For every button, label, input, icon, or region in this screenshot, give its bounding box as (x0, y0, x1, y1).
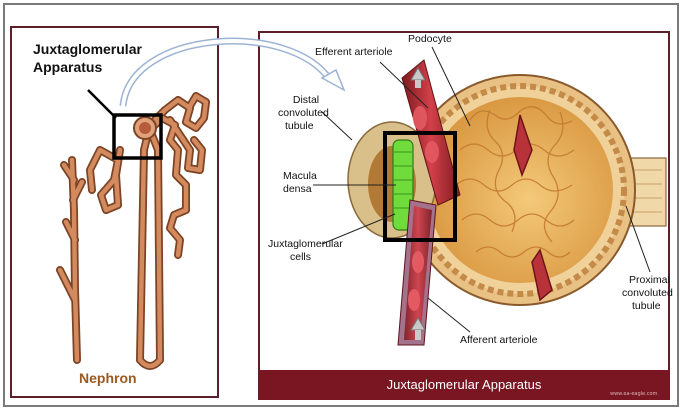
leader-lines (313, 46, 651, 333)
label-podocyte: Podocyte (408, 33, 452, 45)
label-macula-line1: Macula (283, 170, 317, 182)
label-afferent-arteriole: Afferent arteriole (460, 334, 538, 346)
nephron-illustration (56, 92, 210, 370)
watermark: www.ea-eagle.com (610, 391, 658, 397)
jga-heading-line1: Juxtaglomerular (33, 41, 142, 57)
label-proximal-line2: convoluted (622, 287, 673, 299)
jga-heading-line2: Apparatus (33, 59, 103, 75)
banner-title: Juxtaglomerular Apparatus (386, 377, 542, 392)
label-proximal-line3: tubule (632, 300, 661, 312)
label-efferent-arteriole: Efferent arteriole (315, 46, 393, 58)
label-distal-line2: convoluted (278, 107, 329, 119)
jga-highlight-box-right (383, 131, 457, 242)
jga-detail-illustration (347, 59, 667, 346)
jga-highlight-box-left (112, 113, 163, 160)
heading-pointer (87, 89, 117, 119)
nephron-caption: Nephron (79, 370, 137, 386)
label-distal-line1: Distal (292, 94, 320, 106)
label-jg-cells-line1: Juxtaglomerular (268, 238, 343, 250)
label-jg-cells-line2: cells (290, 251, 312, 263)
label-proximal-line1: Proximal (629, 274, 670, 286)
label-macula-line2: densa (283, 183, 312, 195)
nephron-panel (10, 26, 219, 398)
title-banner (259, 370, 669, 400)
label-distal-line3: tubule (285, 120, 314, 132)
